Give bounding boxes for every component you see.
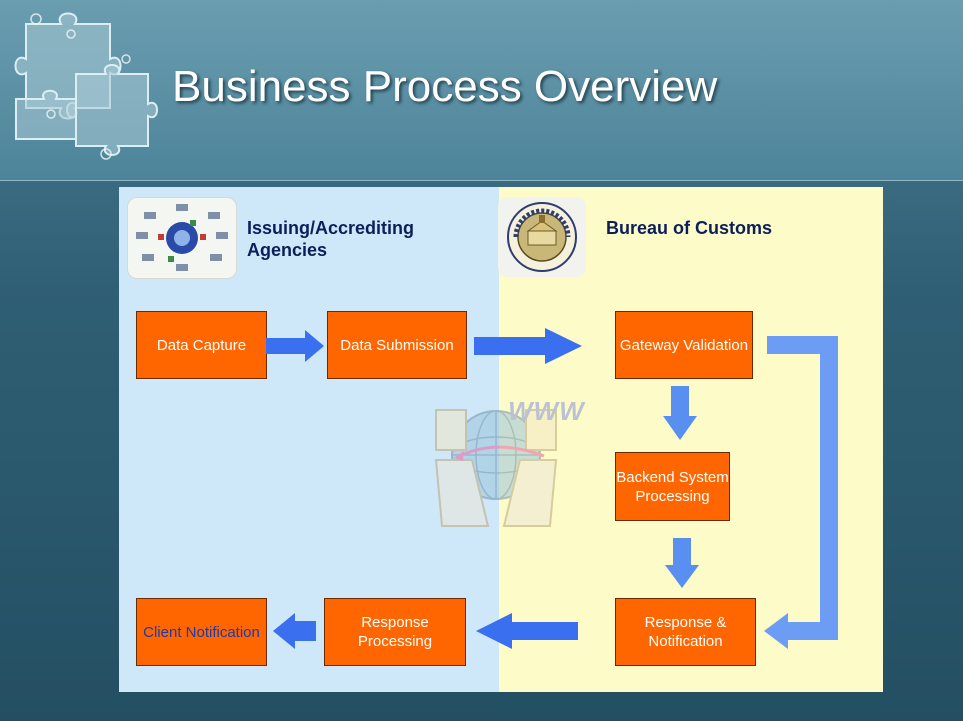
step-data-capture: Data Capture: [136, 311, 267, 379]
puzzle-icon: [14, 12, 158, 160]
step-backend-processing: Backend System Processing: [615, 452, 730, 521]
customs-heading: Bureau of Customs: [606, 218, 773, 238]
step-client-notification: Client Notification: [136, 598, 267, 666]
computers-globe-icon: [434, 409, 558, 527]
customs-seal-icon: [498, 197, 586, 277]
step-response-processing: Response Processing: [324, 598, 466, 666]
agencies-logo: [127, 197, 237, 279]
step-data-submission: Data Submission: [327, 311, 467, 379]
agencies-heading: Issuing/Accrediting Agencies: [247, 218, 415, 260]
step-gateway-validation: Gateway Validation: [615, 311, 753, 379]
title-band: [0, 0, 963, 181]
step-response-notification: Response & Notification: [615, 598, 756, 666]
slide-title: Business Process Overview: [172, 62, 718, 111]
www-label: WWW: [508, 396, 585, 426]
